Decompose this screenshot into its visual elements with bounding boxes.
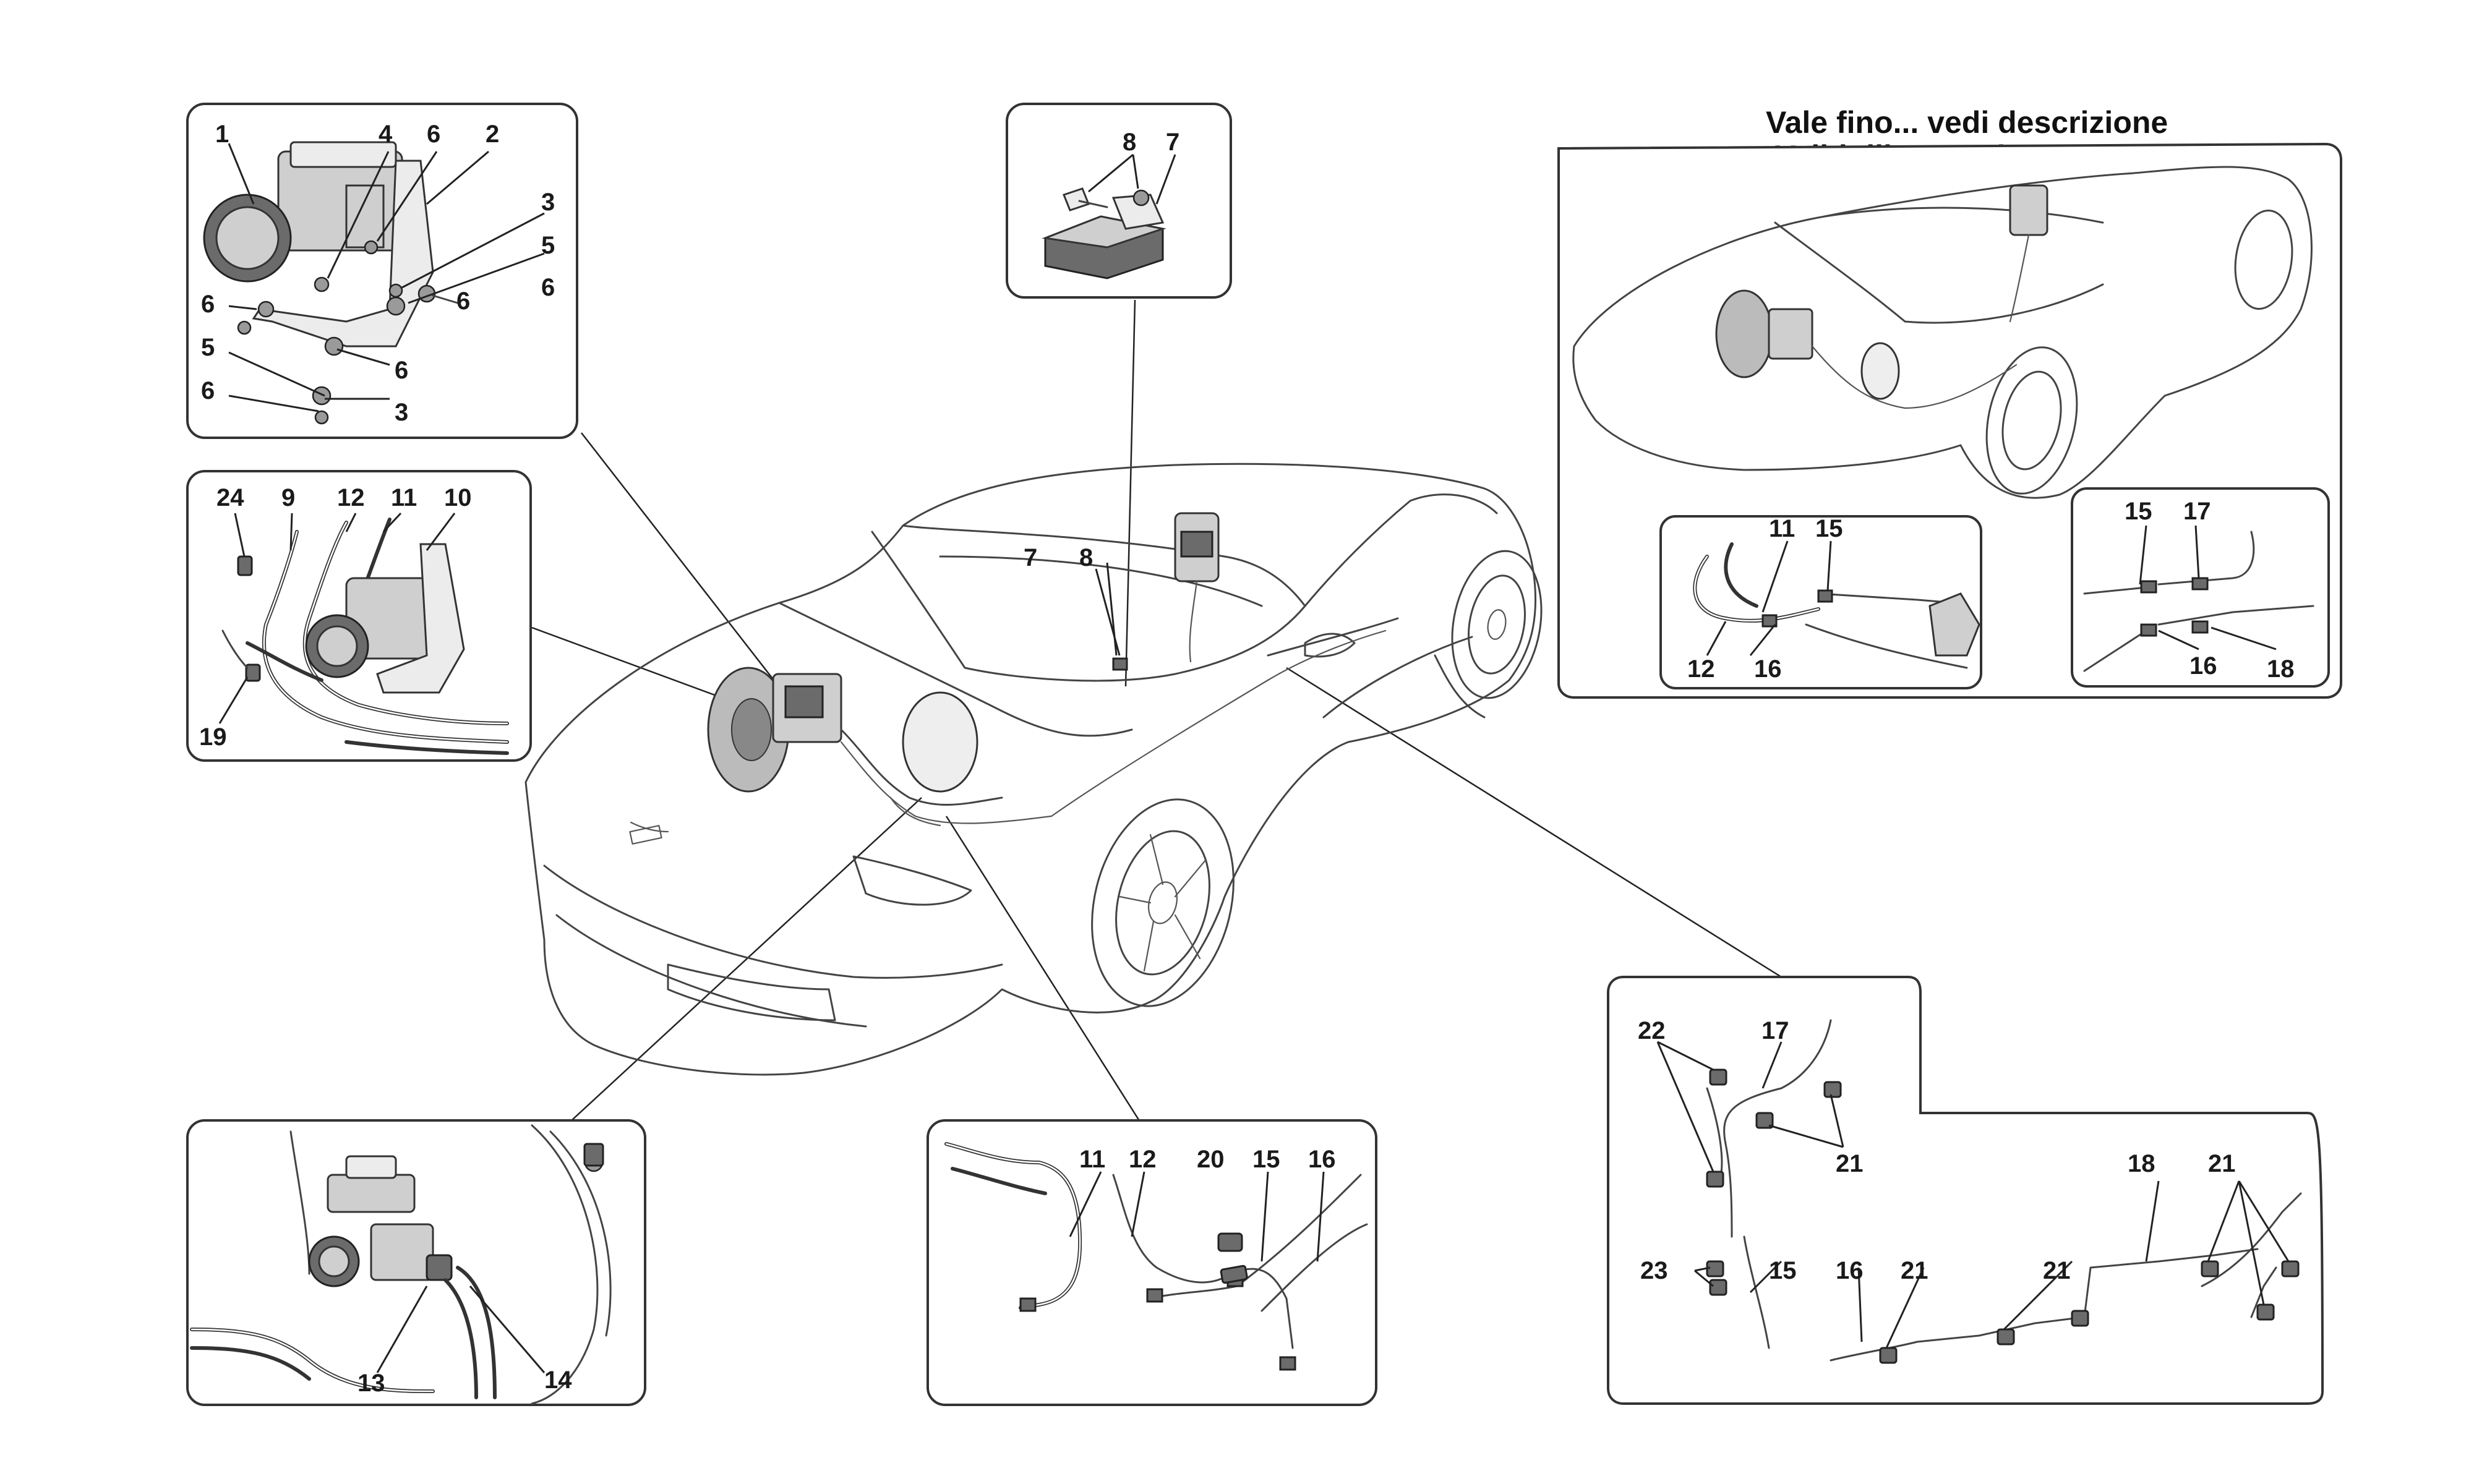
- p8-label-23: 23: [1640, 1257, 1668, 1284]
- p1-label-2: 2: [486, 121, 499, 148]
- p2-label-10: 10: [444, 484, 472, 511]
- p1-label-6c: 6: [201, 291, 215, 318]
- note-line-it: Vale fino... vedi descrizione: [1766, 105, 2168, 140]
- p8-label-21a: 21: [1836, 1150, 1864, 1177]
- p2-label-19: 19: [199, 723, 227, 751]
- p8-label-22: 22: [1638, 1017, 1666, 1044]
- p1-label-6b: 6: [541, 274, 555, 301]
- car-label-7: 7: [1024, 544, 1037, 571]
- panel-sensor: 8 7: [1006, 103, 1232, 299]
- p5-label-16: 16: [2189, 652, 2217, 680]
- p3-label-8: 8: [1123, 129, 1136, 156]
- car-callouts: 7 8: [1024, 544, 1121, 656]
- p7-label-11: 11: [1079, 1146, 1105, 1173]
- p1-label-6d: 6: [395, 357, 408, 384]
- panel-front-pipes: 11 12 20 15 16: [927, 1119, 1377, 1406]
- p8-label-21d: 21: [2208, 1150, 2236, 1177]
- p4-label-16: 16: [1754, 655, 1782, 683]
- p1-label-5a: 5: [541, 232, 555, 259]
- p6-label-13: 13: [357, 1370, 385, 1397]
- p7-label-12: 12: [1129, 1146, 1157, 1173]
- p1-label-5b: 5: [201, 334, 215, 361]
- p4-label-12: 12: [1687, 655, 1715, 683]
- car-label-8: 8: [1079, 544, 1093, 571]
- p2-label-24: 24: [216, 484, 244, 511]
- p8-label-18: 18: [2128, 1150, 2155, 1177]
- car-brake-components: [707, 512, 1387, 827]
- p5-label-17: 17: [2183, 498, 2211, 525]
- p7-label-16: 16: [1308, 1146, 1336, 1173]
- p2-label-9: 9: [281, 484, 295, 511]
- p4-label-15: 15: [1815, 515, 1843, 542]
- p8-label-21b: 21: [1901, 1257, 1928, 1284]
- panel-detail-car: 11 15 12 16 15 17 16 18: [1557, 142, 2342, 699]
- p7-label-15: 15: [1252, 1146, 1280, 1173]
- panel-abs-pipes: 24 9 12 11 10 19: [186, 470, 532, 762]
- p1-label-3b: 3: [395, 399, 408, 426]
- p1-label-6f: 6: [456, 288, 470, 315]
- p1-label-6e: 6: [201, 377, 215, 404]
- car-outline: [524, 463, 1543, 1076]
- p5-label-15: 15: [2125, 498, 2152, 525]
- panel-leader-lines: [531, 299, 2141, 1129]
- panel-booster: 13 14: [186, 1119, 646, 1406]
- p2-label-12: 12: [337, 484, 365, 511]
- panel-rear-pipes: 22 17 21 23 15 16 21 21 18 21: [1607, 976, 2324, 1405]
- p5-label-18: 18: [2267, 655, 2295, 683]
- p1-label-6a: 6: [427, 121, 440, 148]
- p8-label-15: 15: [1769, 1257, 1797, 1284]
- p3-label-7: 7: [1166, 129, 1179, 156]
- p7-label-20: 20: [1197, 1146, 1225, 1173]
- p8-label-16: 16: [1836, 1257, 1864, 1284]
- p1-label-1: 1: [215, 121, 229, 148]
- p8-label-21c: 21: [2043, 1257, 2071, 1284]
- p1-label-4: 4: [379, 121, 393, 148]
- p1-label-3a: 3: [541, 189, 555, 216]
- p8-label-17: 17: [1761, 1017, 1789, 1044]
- p2-label-11: 11: [391, 484, 417, 511]
- p6-label-14: 14: [544, 1367, 572, 1394]
- p4-label-11: 11: [1769, 515, 1795, 542]
- panel-abs-unit: 1 2 3 3 4 5 5 6 6 6 6 6 6: [186, 103, 578, 439]
